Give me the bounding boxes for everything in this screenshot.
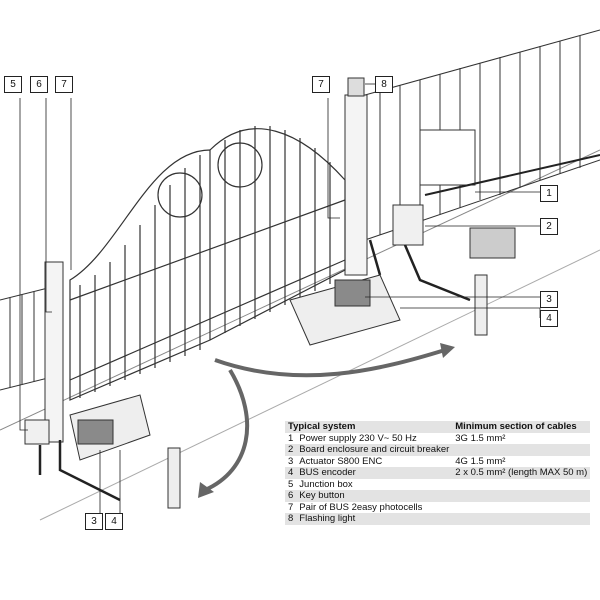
row-cable [452, 513, 590, 525]
right-pillar [344, 94, 368, 276]
row-cable: 4G 1.5 mm² [455, 455, 506, 467]
callout-6: 6 [30, 76, 48, 93]
callout-2: 2 [540, 218, 558, 235]
legend-row: 3 Actuator S800 ENC 4G 1.5 mm² [285, 456, 590, 468]
callout-7-left: 7 [55, 76, 73, 93]
photocell-post-right [474, 274, 488, 336]
row-number: 4 [288, 467, 294, 478]
callout-3-right: 3 [540, 291, 558, 308]
row-number: 2 [288, 444, 294, 455]
open-arrow-right [214, 348, 446, 378]
callout-4-bottom: 4 [105, 513, 123, 530]
legend-row: 5 Junction box [285, 479, 590, 491]
cables [38, 239, 471, 502]
callout-8: 8 [375, 76, 393, 93]
callout-5: 5 [4, 76, 22, 93]
row-label: Junction box [299, 478, 353, 490]
actuator-s800 [334, 279, 371, 307]
row-cable [452, 444, 590, 456]
open-arrow-left [204, 368, 250, 492]
legend-row: 1 Power supply 230 V~ 50 Hz 3G 1.5 mm² [285, 433, 590, 445]
legend-header: Typical system Minimum section of cables [285, 421, 591, 433]
sliding-gate [69, 126, 346, 401]
legend-table: Typical system Minimum section of cables… [285, 421, 591, 525]
row-cable [452, 479, 590, 491]
row-number: 5 [288, 478, 294, 490]
row-label: Flashing light [299, 513, 356, 524]
junction-box [24, 419, 50, 445]
legend-header-system: Typical system [288, 421, 356, 432]
row-number: 6 [288, 490, 294, 501]
left-pillar [44, 261, 64, 443]
row-cable [452, 502, 590, 514]
callout-4-right: 4 [540, 310, 558, 327]
legend-row: 2 Board enclosure and circuit breaker [285, 444, 591, 456]
row-number: 8 [288, 513, 294, 524]
row-number: 7 [288, 501, 294, 513]
row-cable: 2 x 0.5 mm² (length MAX 50 m) [455, 467, 588, 478]
legend-row: 8 Flashing light [285, 513, 591, 525]
breaker-detail [419, 129, 476, 186]
row-number: 3 [288, 455, 294, 467]
drain-grate [469, 227, 516, 259]
row-label: Pair of BUS 2easy photocells [299, 501, 423, 513]
callout-3-bottom: 3 [85, 513, 103, 530]
legend-row: 7 Pair of BUS 2easy photocells [285, 502, 590, 514]
row-label: Actuator S800 ENC [299, 455, 383, 467]
legend-row: 6 Key button [285, 490, 591, 502]
flashing-light [347, 77, 365, 97]
photocell-post-left [167, 447, 181, 509]
row-label: Board enclosure and circuit breaker [299, 444, 450, 455]
row-number: 1 [288, 432, 294, 444]
callout-7-right: 7 [312, 76, 330, 93]
legend-row: 4 BUS encoder 2 x 0.5 mm² (length MAX 50 m… [285, 467, 591, 479]
row-label: Key button [299, 490, 345, 501]
row-cable [452, 490, 590, 502]
row-label: Power supply 230 V~ 50 Hz [299, 432, 417, 444]
row-cable: 3G 1.5 mm² [455, 432, 506, 444]
legend-header-cables: Minimum section of cables [455, 421, 577, 432]
callout-1: 1 [540, 185, 558, 202]
board-enclosure [392, 204, 424, 246]
actuator-left [77, 419, 114, 445]
row-label: BUS encoder [299, 467, 356, 478]
